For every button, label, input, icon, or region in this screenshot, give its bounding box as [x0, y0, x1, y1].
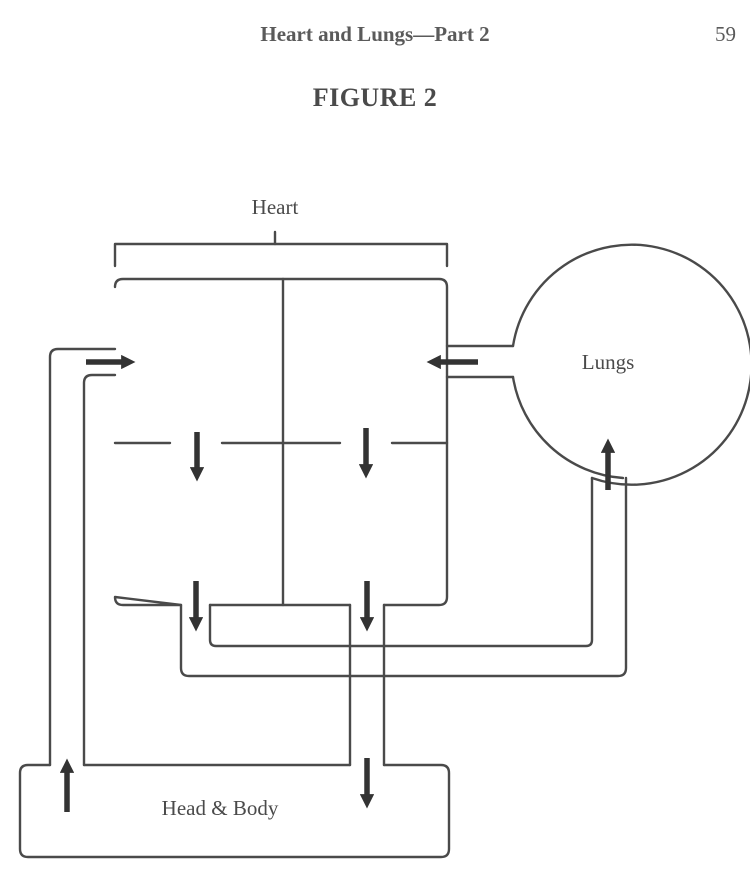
pulmonary-vein [445, 344, 515, 379]
heart-bracket [113, 230, 449, 268]
figure-title: FIGURE 2 [312, 83, 438, 112]
vena-cava [48, 347, 117, 767]
head-body-box [18, 763, 451, 859]
pulmonary-artery [179, 476, 628, 678]
aorta [348, 603, 386, 767]
running-head: Heart and Lungs—Part 2 [260, 22, 490, 46]
heart-outline [113, 277, 449, 607]
head-body-label: Head & Body [162, 796, 279, 820]
flow-arrows [59, 354, 616, 812]
lungs-circle [511, 243, 750, 486]
page-number: 59 [715, 22, 736, 46]
heart-label: Heart [252, 195, 299, 219]
lungs-label: Lungs [582, 350, 635, 374]
